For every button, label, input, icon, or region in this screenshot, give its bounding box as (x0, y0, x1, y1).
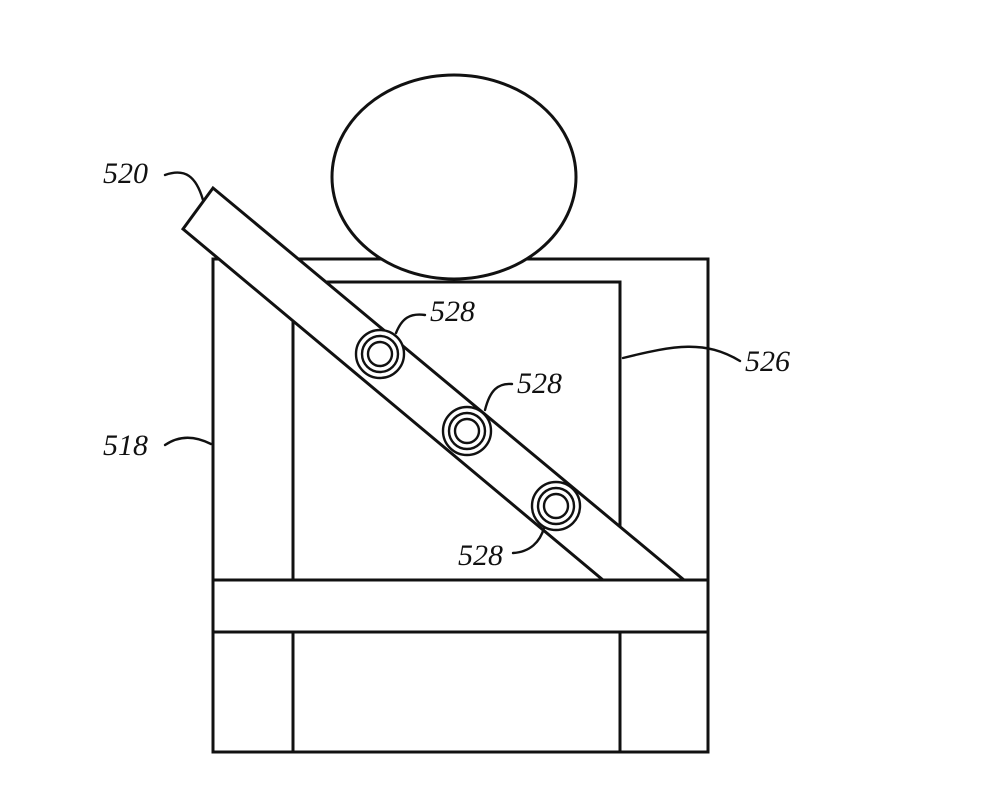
label-528-c: 528 (458, 539, 503, 572)
label-528-b: 528 (517, 367, 562, 400)
occupant-head (330, 73, 578, 281)
sensor-3 (530, 480, 582, 532)
label-526: 526 (745, 345, 790, 378)
label-518: 518 (103, 429, 148, 462)
label-520: 520 (103, 157, 148, 190)
leader-520 (163, 171, 205, 202)
leader-528-b (483, 382, 514, 412)
label-528-a: 528 (430, 295, 475, 328)
leader-528-a (394, 313, 427, 335)
sensor-1 (354, 328, 406, 380)
seat-frame (211, 257, 710, 754)
lap-bar (211, 578, 710, 634)
leader-526 (621, 345, 742, 363)
leader-518 (163, 436, 213, 447)
sensor-2 (441, 405, 493, 457)
leader-528-c (511, 526, 546, 555)
